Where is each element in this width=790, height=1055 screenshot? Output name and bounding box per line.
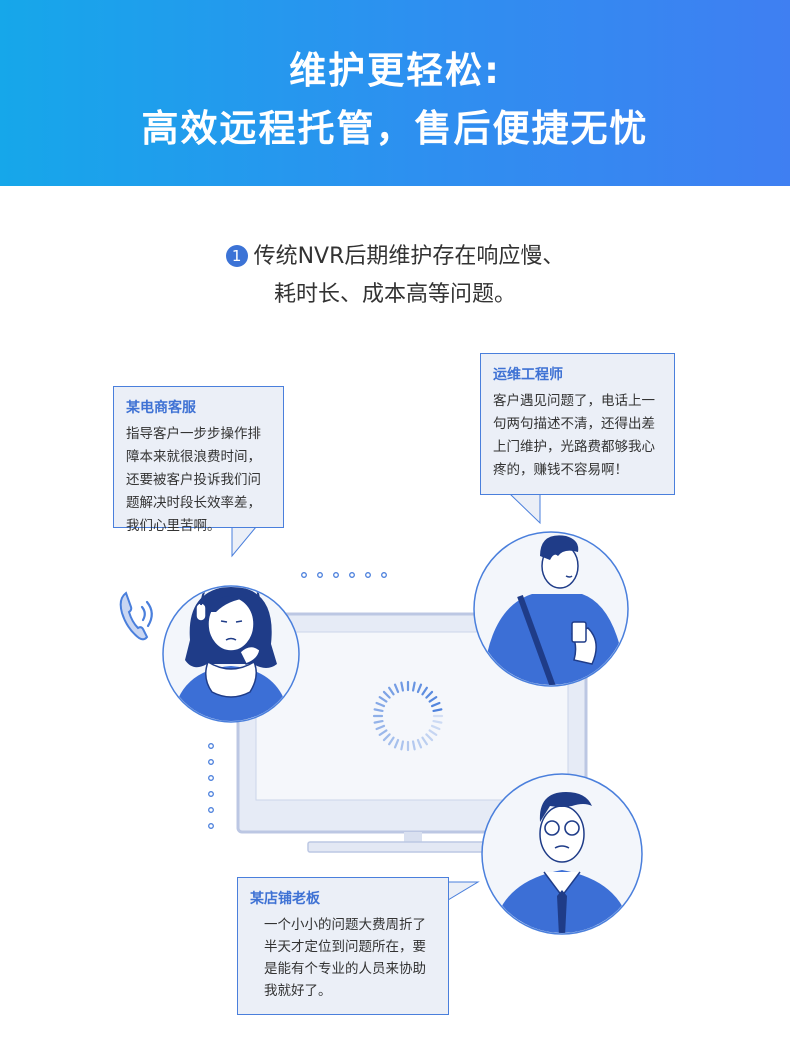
intro-text-1: 传统NVR后期维护存在响应慢、 [253, 244, 565, 269]
speech-bubble-shop-owner: 某店铺老板 一个小小的问题大费周折了半天才定位到问题所在，要是能有个专业的人员来… [237, 877, 449, 1015]
bubble-body: 客户遇见问题了，电话上一句两句描述不清，还得出差上门维护，光路费都够我心疼的，赚… [493, 393, 655, 478]
bubble-title: 运维工程师 [493, 367, 563, 383]
speech-bubble-customer-service: 某电商客服 指导客户一步步操作排障本来就很浪费时间，还要被客户投诉我们问题解决时… [113, 386, 284, 534]
customer-service-avatar [162, 585, 300, 723]
bubble-body: 一个小小的问题大费周折了半天才定位到问题所在，要是能有个专业的人员来协助我就好了… [264, 917, 426, 999]
speech-bubble-engineer: 运维工程师 客户遇见问题了，电话上一句两句描述不清，还得出差上门维护，光路费都够… [480, 353, 675, 495]
header-banner: 维护更轻松: 高效远程托管，售后便捷无忧 [0, 0, 790, 186]
intro-line2: 耗时长、成本高等问题。 [273, 282, 516, 307]
step-number-badge: 1 [225, 245, 248, 267]
bubble-title: 某电商客服 [126, 400, 196, 416]
bubble-body: 指导客户一步步操作排障本来就很浪费时间，还要被客户投诉我们问题解决时段长效率差，… [126, 426, 261, 534]
engineer-avatar [473, 531, 629, 687]
phone-icon [119, 591, 153, 641]
shop-owner-avatar [481, 773, 643, 935]
loading-spinner-icon [372, 680, 444, 752]
bubble-title: 某店铺老板 [250, 891, 320, 907]
page-title-line2: 高效远程托管，售后便捷无忧 [141, 107, 649, 150]
page-title-line1: 维护更轻松: [289, 49, 501, 92]
